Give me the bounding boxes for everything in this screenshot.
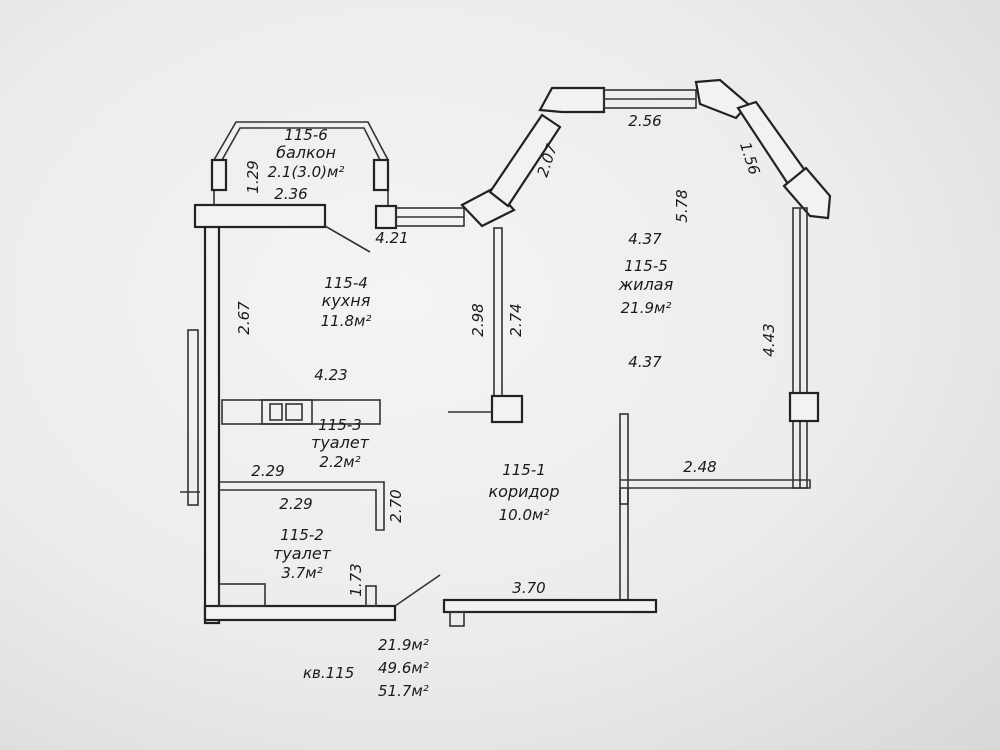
bottom-wall	[203, 604, 397, 622]
partition-pier	[490, 394, 524, 424]
dim-toilet1-w: 2.29	[251, 462, 284, 480]
room-name: коридор	[488, 482, 559, 501]
room-area: 3.7м²	[281, 564, 322, 582]
dim-living-depth: 5.78	[673, 189, 691, 222]
room-name: кухня	[322, 291, 371, 310]
room-name: туалет	[311, 433, 370, 452]
bay-wall-left	[488, 113, 562, 208]
dim-bay-right: 1.56	[736, 140, 763, 177]
room-id: 115-5	[624, 257, 668, 275]
room-name: балкон	[276, 143, 336, 162]
room-id: 115-3	[318, 416, 362, 434]
dim-balcony-w: 2.36	[274, 185, 307, 203]
room-area: 2.1(3.0)м²	[268, 163, 345, 181]
dim-balcony-h: 1.29	[244, 160, 262, 193]
left-outer-wall	[203, 223, 221, 625]
summary-total-area: 49.6м²	[378, 659, 429, 677]
room-toilet-1: 115-3 туалет 2.2м²	[311, 416, 370, 471]
partition-kitchen-living	[493, 227, 503, 399]
bay-pier-right	[782, 166, 832, 220]
dim-kitchen-door: 4.21	[375, 229, 408, 247]
right-pier	[788, 391, 820, 423]
room-id: 115-6	[284, 126, 328, 144]
kitchen-window-pier	[374, 204, 398, 230]
balcony-pier-right	[372, 158, 390, 192]
dim-partition-left: 2.98	[469, 303, 487, 336]
corridor-partition	[619, 413, 629, 505]
toilet1-fixtures	[261, 399, 313, 425]
toilet2-fixture	[218, 583, 266, 607]
room-living: 115-5 жилая 21.9м²	[618, 257, 674, 317]
dim-corridor-w: 2.48	[683, 458, 716, 476]
room-area: 10.0м²	[499, 506, 550, 524]
room-area: 11.8м²	[321, 312, 372, 330]
dim-toilet2-h: 2.70	[387, 489, 405, 522]
room-area: 21.9м²	[621, 299, 672, 317]
apartment-summary: кв.115 21.9м² 49.6м² 51.7м²	[303, 636, 429, 700]
room-area: 2.2м²	[319, 453, 360, 471]
room-id: 115-2	[280, 526, 324, 544]
room-kitchen: 115-4 кухня 11.8м²	[321, 274, 372, 330]
walls	[180, 78, 832, 627]
dim-kitchen-h: 2.67	[235, 301, 253, 335]
dim-living-w-bottom: 4.37	[628, 353, 662, 371]
corridor-top-wall	[620, 479, 811, 489]
top-slab	[193, 203, 327, 229]
dim-toilet2-w: 2.29	[279, 495, 312, 513]
summary-total-area-balcony: 51.7м²	[378, 682, 429, 700]
summary-living-area: 21.9м²	[378, 636, 429, 654]
room-name: туалет	[273, 544, 332, 563]
dim-toilet2-small: 1.73	[347, 563, 365, 596]
left-stub	[187, 329, 199, 506]
dim-bay-top: 2.56	[628, 112, 661, 130]
entrance-bottom-wall	[442, 598, 658, 614]
dim-kitchen-w: 4.23	[314, 366, 347, 384]
bay-corner-left	[538, 86, 606, 114]
room-name: жилая	[618, 275, 674, 294]
balcony-pier-left	[210, 158, 228, 192]
dim-entry-w: 3.70	[512, 579, 545, 597]
dim-living-right: 4.43	[760, 323, 778, 356]
room-corridor: 115-1 коридор 10.0м²	[488, 461, 559, 524]
apartment-number: кв.115	[303, 664, 354, 682]
room-id: 115-1	[502, 461, 546, 479]
dim-living-w-top: 4.37	[628, 230, 662, 248]
room-balcony: 115-6 балкон 2.1(3.0)м²	[268, 126, 345, 181]
room-id: 115-4	[324, 274, 368, 292]
toilet-divider	[219, 481, 385, 531]
corridor-right-wall	[619, 487, 629, 609]
dim-partition-right: 2.74	[507, 303, 525, 336]
room-toilet-2: 115-2 туалет 3.7м²	[273, 526, 332, 582]
